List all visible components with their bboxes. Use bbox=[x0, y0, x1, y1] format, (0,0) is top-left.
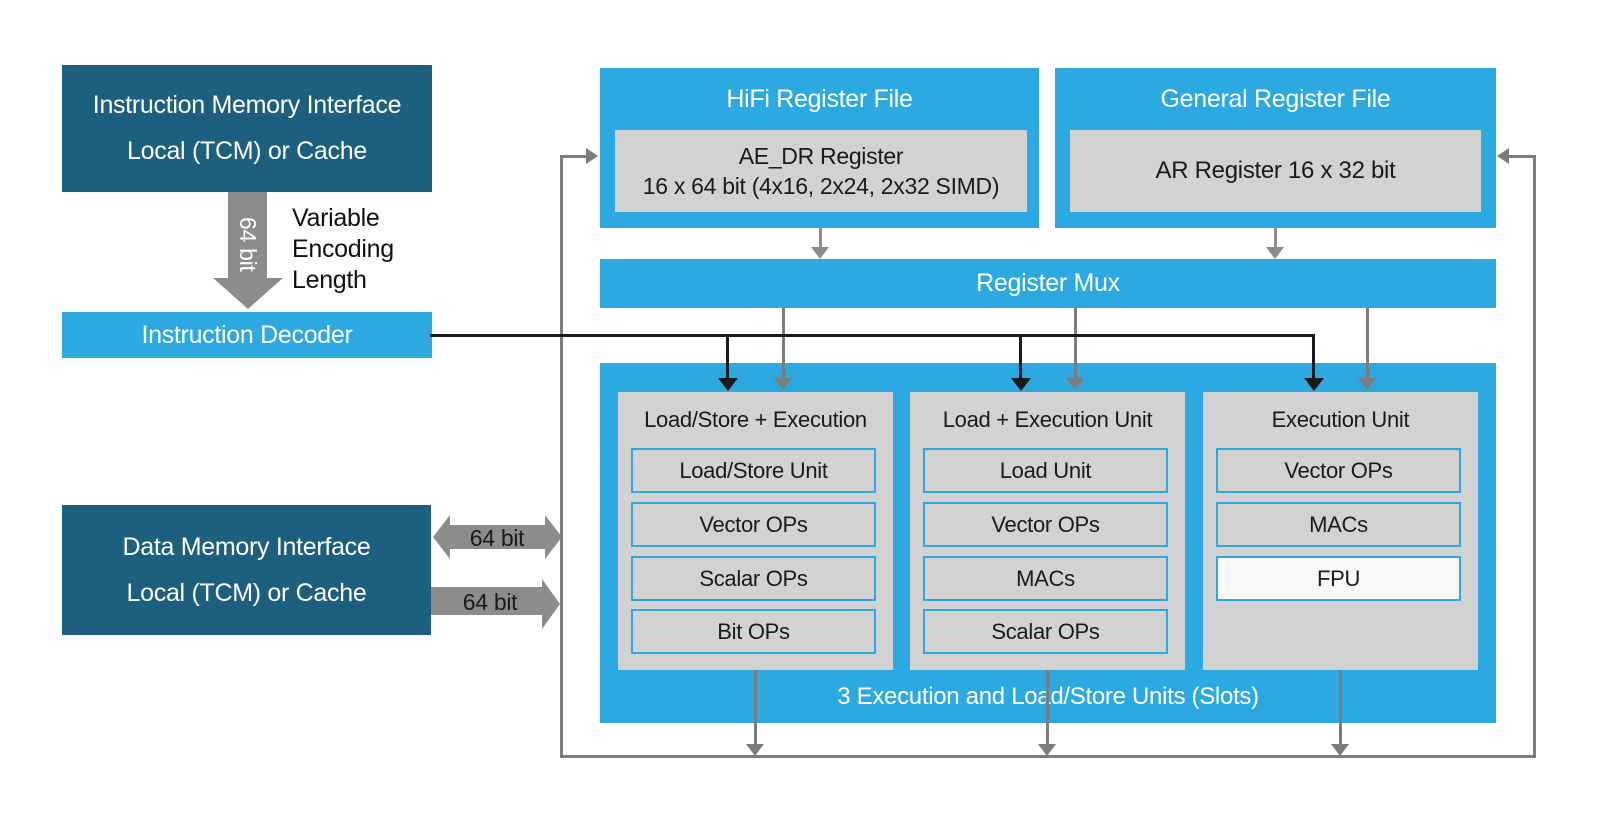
decoder-arrowhead-1-icon bbox=[718, 378, 738, 391]
decoder-arrowhead-2-icon bbox=[1011, 378, 1031, 391]
decoder-bus-line bbox=[430, 334, 1315, 337]
ae-dr-register-line2: 16 x 64 bit (4x16, 2x24, 2x32 SIMD) bbox=[642, 173, 1000, 199]
decoder-drop-3 bbox=[1312, 334, 1315, 378]
variable-encoding-length-note: Variable Encoding Length bbox=[292, 203, 394, 296]
unit3-title: Execution Unit bbox=[1271, 407, 1410, 432]
unit3-to-bus-stem bbox=[1339, 670, 1342, 745]
decoder-drop-2 bbox=[1019, 334, 1022, 378]
general-register-file-title: General Register File bbox=[1160, 84, 1391, 113]
dm-bus-bottom-right-arrowhead-icon bbox=[542, 579, 560, 629]
register-mux-bar: Register Mux bbox=[600, 259, 1496, 308]
decoder-arrowhead-3-icon bbox=[1304, 378, 1324, 391]
encoding-note-line3: Length bbox=[292, 266, 367, 294]
data-memory-interface-box: Data Memory Interface Local (TCM) or Cac… bbox=[62, 505, 431, 635]
general-register-file-box: General Register File AR Register 16 x 3… bbox=[1055, 68, 1496, 228]
unit2-op-macs: MACs bbox=[923, 556, 1168, 601]
unit2-op-load: Load Unit bbox=[923, 448, 1168, 493]
ae-dr-register-box: AE_DR Register 16 x 64 bit (4x16, 2x24, … bbox=[615, 130, 1027, 212]
unit3-op-fpu: FPU bbox=[1216, 556, 1461, 601]
unit1-op-vector: Vector OPs bbox=[631, 502, 876, 547]
execution-unit: Execution Unit Vector OPs MACs FPU bbox=[1203, 392, 1478, 670]
unit1-op-bit: Bit OPs bbox=[631, 609, 876, 654]
unit1-to-bus-stem bbox=[754, 670, 757, 745]
instruction-memory-interface-box: Instruction Memory Interface Local (TCM)… bbox=[62, 65, 432, 192]
mux-to-unit1-stem bbox=[782, 308, 785, 378]
ar-register-box: AR Register 16 x 32 bit bbox=[1070, 130, 1481, 212]
left-loop-vline bbox=[560, 156, 563, 758]
hifi-to-mux-arrowhead-icon bbox=[811, 247, 829, 259]
hifi-register-file-box: HiFi Register File AE_DR Register 16 x 6… bbox=[600, 68, 1039, 228]
mux-to-unit3-arrowhead-icon bbox=[1358, 378, 1376, 390]
dm-bus-bottom-label: 64 bit bbox=[462, 589, 518, 615]
hifi-to-mux-stem bbox=[819, 228, 822, 248]
grf-to-mux-arrowhead-icon bbox=[1266, 247, 1284, 259]
unit1-op-scalar: Scalar OPs bbox=[631, 556, 876, 601]
unit2-to-bus-stem bbox=[1046, 670, 1049, 745]
mux-to-unit2-arrowhead-icon bbox=[1066, 378, 1084, 390]
mux-to-unit1-arrowhead-icon bbox=[774, 378, 792, 390]
dm-bus-top-left-arrowhead-icon bbox=[433, 515, 450, 559]
instruction-decoder-box: Instruction Decoder bbox=[62, 312, 432, 358]
unit3-op-macs: MACs bbox=[1216, 502, 1461, 547]
hifi-register-file-title: HiFi Register File bbox=[726, 84, 913, 113]
unit2-title: Load + Execution Unit bbox=[942, 407, 1153, 432]
unit1-to-bus-arrowhead-icon bbox=[746, 744, 764, 756]
encoding-note-line2: Encoding bbox=[292, 235, 394, 263]
right-loop-vline bbox=[1533, 156, 1536, 758]
unit2-op-vector: Vector OPs bbox=[923, 502, 1168, 547]
left-loop-hline bbox=[560, 155, 586, 158]
mux-to-unit3-stem bbox=[1366, 308, 1369, 378]
unit3-op-vector: Vector OPs bbox=[1216, 448, 1461, 493]
execution-units-container: Load/Store + Execution Load/Store Unit V… bbox=[600, 363, 1496, 723]
encoding-note-line1: Variable bbox=[292, 204, 380, 232]
grf-to-mux-stem bbox=[1274, 228, 1277, 248]
dm-bus-top-right-arrowhead-icon bbox=[545, 515, 562, 559]
fetch-arrow-shaft bbox=[228, 192, 267, 278]
mux-to-unit2-stem bbox=[1074, 308, 1077, 378]
ae-dr-register-line1: AE_DR Register bbox=[738, 143, 904, 169]
load-store-execution-unit: Load/Store + Execution Load/Store Unit V… bbox=[618, 392, 893, 670]
decoder-drop-1 bbox=[726, 334, 729, 378]
right-loop-arrowhead-icon bbox=[1497, 148, 1509, 164]
dm-bus-bottom-shaft bbox=[431, 587, 542, 615]
fetch-arrow-head-icon bbox=[213, 278, 283, 309]
result-bus-line bbox=[560, 755, 1536, 758]
left-loop-arrowhead-icon bbox=[586, 148, 598, 164]
unit2-to-bus-arrowhead-icon bbox=[1038, 744, 1056, 756]
dm-bus-top-shaft bbox=[450, 525, 545, 549]
data-memory-line2: Local (TCM) or Cache bbox=[126, 578, 367, 607]
dm-bus-top-label: 64 bit bbox=[469, 525, 525, 551]
unit1-op-load-store: Load/Store Unit bbox=[631, 448, 876, 493]
instruction-memory-line2: Local (TCM) or Cache bbox=[127, 137, 367, 165]
data-memory-line1: Data Memory Interface bbox=[122, 532, 371, 561]
unit1-title: Load/Store + Execution bbox=[644, 407, 867, 432]
instruction-memory-line1: Instruction Memory Interface bbox=[92, 91, 402, 119]
right-loop-hline bbox=[1509, 155, 1536, 158]
load-execution-unit: Load + Execution Unit Load Unit Vector O… bbox=[910, 392, 1185, 670]
unit2-op-scalar: Scalar OPs bbox=[923, 609, 1168, 654]
fetch-arrow-label: 64 bit bbox=[235, 216, 261, 272]
unit3-to-bus-arrowhead-icon bbox=[1331, 744, 1349, 756]
